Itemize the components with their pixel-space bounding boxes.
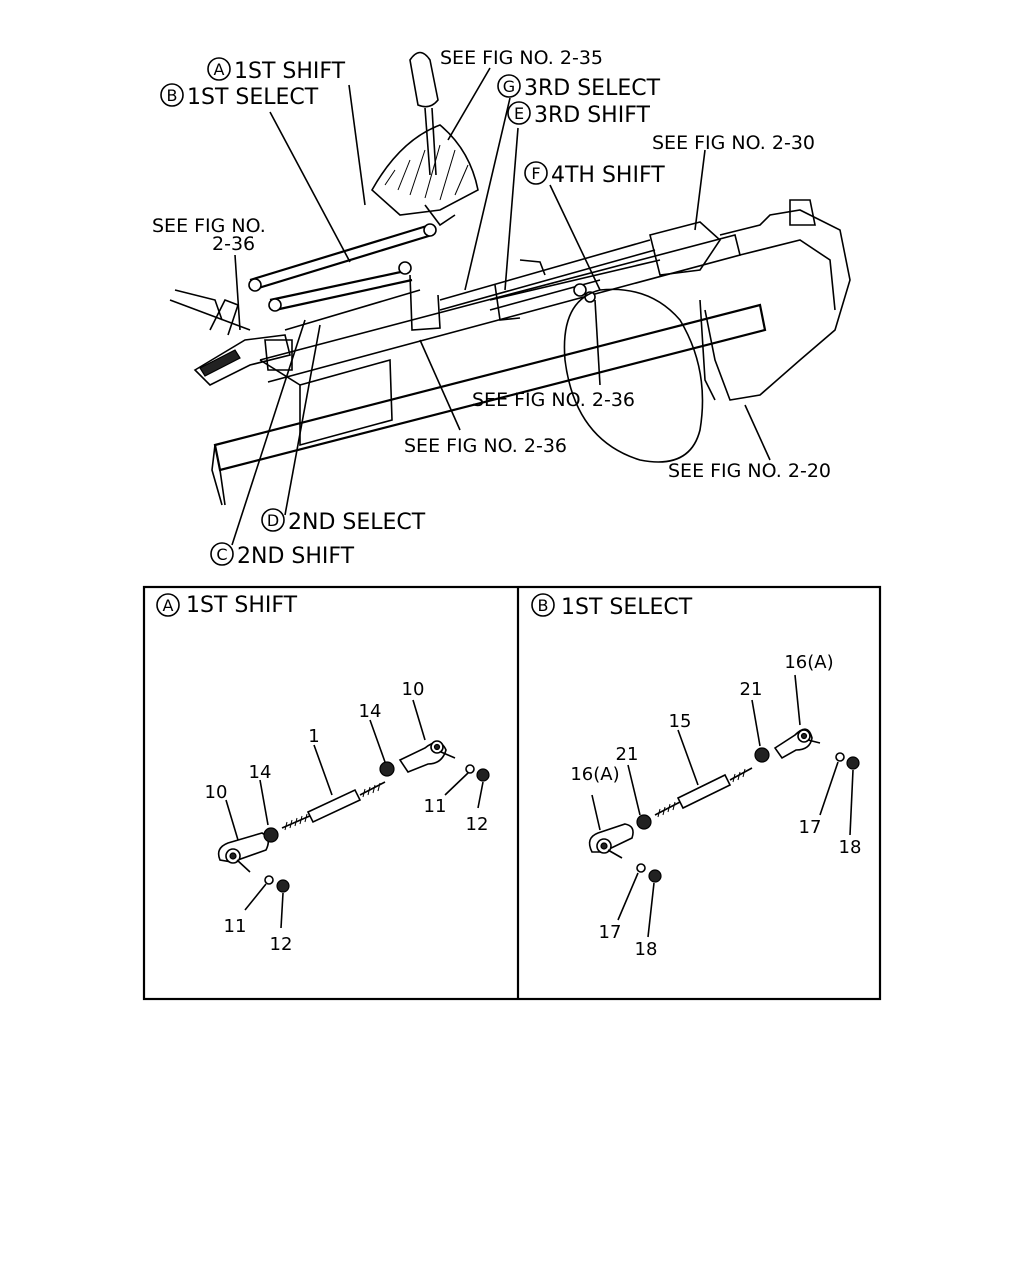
callout-e-text: 3RD SHIFT [534,103,650,128]
part-number-21: 21 [616,744,639,765]
callout-d-text: 2ND SELECT [288,510,426,535]
part-number-16a: 16(A) [784,652,833,673]
callout-f-text: 4TH SHIFT [551,163,665,188]
left-bracket [169,289,293,386]
part-number-17: 17 [799,817,822,838]
callout-f-4th-shift: F 4TH SHIFT [524,161,665,188]
ref-fig-2-36-right: SEE FIG NO. 2-36 [472,389,635,411]
ref-fig-2-36-left-line2: 2-36 [212,233,255,255]
panel-a-1st-shift: A 1ST SHIFT [156,593,490,955]
callout-c-letter: C [216,545,227,564]
part-number-18: 18 [635,939,658,960]
part-number-11: 11 [424,796,447,817]
callout-a-1st-shift: A 1ST SHIFT [207,57,346,84]
ref-fig-2-36-left-line1: SEE FIG NO. [152,215,266,237]
ref-fig-2-35: SEE FIG NO. 2-35 [440,47,603,69]
panel-a-leaders [225,699,484,929]
overview-illustration: A 1ST SHIFT B 1ST SELECT G 3RD SELECT E … [152,47,851,569]
transmission [563,199,851,463]
leader-lines [231,67,771,546]
callout-d-2nd-select: D 2ND SELECT [261,508,426,535]
callout-g-letter: G [503,77,515,96]
part-number-10: 10 [402,679,425,700]
transmission-rods [439,239,661,321]
callout-e-letter: E [514,104,524,123]
panel-a-title: 1ST SHIFT [186,593,298,618]
part-number-12: 12 [466,814,489,835]
callout-c-2nd-shift: C 2ND SHIFT [210,542,355,569]
ref-fig-2-36-center: SEE FIG NO. 2-36 [404,435,567,457]
part-number-21: 21 [740,679,763,700]
panel-b-1st-select: B 1ST SELECT [531,593,862,960]
rod-assembly-a [217,740,490,893]
callout-a-text: 1ST SHIFT [234,59,346,84]
part-number-17: 17 [599,922,622,943]
part-number-14: 14 [359,701,382,722]
callout-a-letter: A [214,60,225,79]
ref-fig-2-20: SEE FIG NO. 2-20 [668,460,831,482]
callout-c-text: 2ND SHIFT [237,544,355,569]
part-number-14: 14 [249,762,272,783]
panel-b-leaders [591,674,854,938]
part-number-15: 15 [669,711,692,732]
callout-d-letter: D [267,511,279,530]
shift-lever [370,51,479,227]
callout-f-letter: F [531,164,540,183]
part-number-11: 11 [224,916,247,937]
part-number-1: 1 [308,726,319,747]
callout-g-text: 3RD SELECT [524,76,661,101]
callout-b-letter: B [167,86,178,105]
panel-a-letter: A [163,596,174,615]
part-number-10: 10 [205,782,228,803]
callout-b-text: 1ST SELECT [187,85,319,110]
shift-rods [248,223,441,331]
callout-b-1st-select: B 1ST SELECT [160,83,319,110]
part-number-16a: 16(A) [570,764,619,785]
panel-b-letter: B [538,596,549,615]
ref-fig-2-30: SEE FIG NO. 2-30 [652,132,815,154]
panel-b-title: 1ST SELECT [561,595,693,620]
part-number-18: 18 [839,837,862,858]
rod-assembly-b [588,728,860,883]
detail-panels-frame [142,585,882,1001]
callout-e-3rd-shift: E 3RD SHIFT [507,101,650,128]
part-number-12: 12 [270,934,293,955]
callout-g-3rd-select: G 3RD SELECT [497,74,661,101]
